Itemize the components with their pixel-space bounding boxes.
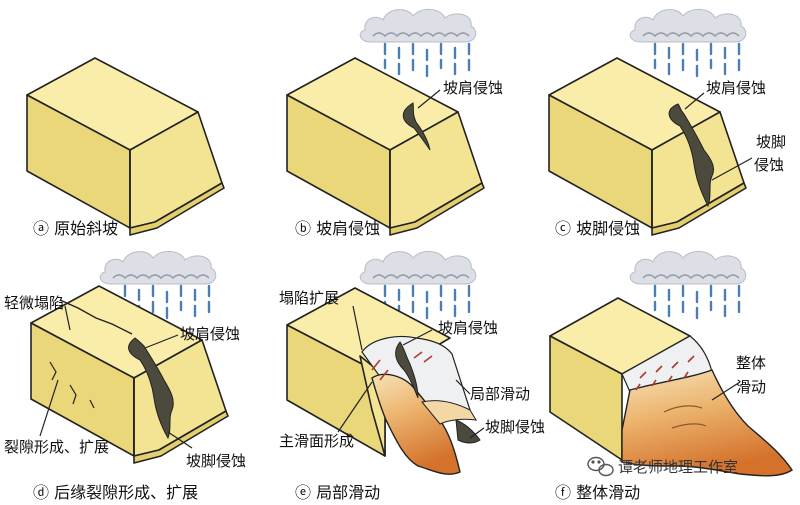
slope-block [30,285,229,464]
label-main-slip-surface: 主滑面形成 [279,432,354,450]
label-erosion: 侵蚀 [754,156,784,174]
erosion-gully [668,103,715,208]
caption-b: ⓑ 坡肩侵蚀 [295,219,380,238]
fracture-marks [49,361,95,409]
rain-icon [383,42,471,78]
cloud-icon [629,250,747,285]
cloud-icon [99,250,217,285]
leader-line [64,305,71,331]
slip-marks [635,355,695,391]
leader-line [337,381,373,433]
leader-line [711,157,753,181]
cloud-icon [359,250,477,285]
caption-a: ⓐ 原始斜坡 [33,219,118,238]
label-whole: 整体 [736,354,766,372]
cloud-icon [359,8,477,43]
rain-icon [653,42,741,78]
leader-line [469,427,485,439]
leader-line [39,379,59,437]
leader-line [455,379,471,395]
panel-d: 轻微塌陷 坡肩侵蚀 裂隙形成、扩展 坡脚侵蚀 ⓓ 后缘裂隙形成、扩展 [4,250,246,502]
label-collapse-expansion: 塌陷扩展 [279,289,339,307]
rain-icon [653,284,741,320]
slope-block [26,57,225,236]
panel-f: 整体 滑动 ⓕ 整体滑动 [549,250,793,502]
erosion-gully [395,341,419,399]
panel-a: ⓐ 原始斜坡 [26,57,225,238]
label-crack-formation: 裂隙形成、扩展 [4,438,109,456]
caption-d: ⓓ 后缘裂隙形成、扩展 [33,483,198,502]
erosion-gully [402,102,431,151]
caption-e: ⓔ 局部滑动 [295,483,380,502]
label-shoulder-erosion: 坡肩侵蚀 [706,79,766,97]
panel-e: 塌陷扩展 坡肩侵蚀 局部滑动 主滑面形成 坡脚侵蚀 ⓔ 局部滑动 [279,250,545,502]
caption-f: ⓕ 整体滑动 [555,483,640,502]
panel-b: 坡肩侵蚀 ⓑ 坡肩侵蚀 [286,8,503,238]
partial-slide-lobe [421,400,477,425]
label-toe-erosion: 坡脚侵蚀 [485,418,545,436]
label-slight-collapse: 轻微塌陷 [4,294,64,312]
crack-line [59,299,133,335]
leader-line [711,381,741,401]
watermark-text: 谭老师地理工作室 [618,458,738,476]
flow-lines [663,405,707,429]
erosion-gully [128,337,174,440]
leader-line [684,92,705,110]
label-slide: 滑动 [736,378,766,396]
wechat-icon [587,456,614,477]
leader-line [144,334,179,349]
caption-c: ⓒ 坡脚侵蚀 [555,219,640,238]
label-shoulder-erosion: 坡肩侵蚀 [443,79,503,97]
label-partial-slide: 局部滑动 [470,385,530,403]
label-shoulder-erosion: 坡肩侵蚀 [438,319,498,337]
label-toe-erosion: 坡脚侵蚀 [186,452,246,470]
slip-marks [371,351,433,381]
label-toe: 坡脚 [756,133,786,151]
leader-line [417,89,441,109]
sliding-mass [621,369,793,477]
label-shoulder-erosion: 坡肩侵蚀 [180,325,240,343]
watermark: 谭老师地理工作室 [587,456,738,477]
cloud-icon [629,8,747,43]
leader-line [167,431,193,449]
leader-line [402,329,433,346]
panel-c: 坡肩侵蚀 坡脚 侵蚀 ⓒ 坡脚侵蚀 [548,8,786,238]
leader-line [352,305,363,351]
toe-erosion-mark [455,419,481,444]
